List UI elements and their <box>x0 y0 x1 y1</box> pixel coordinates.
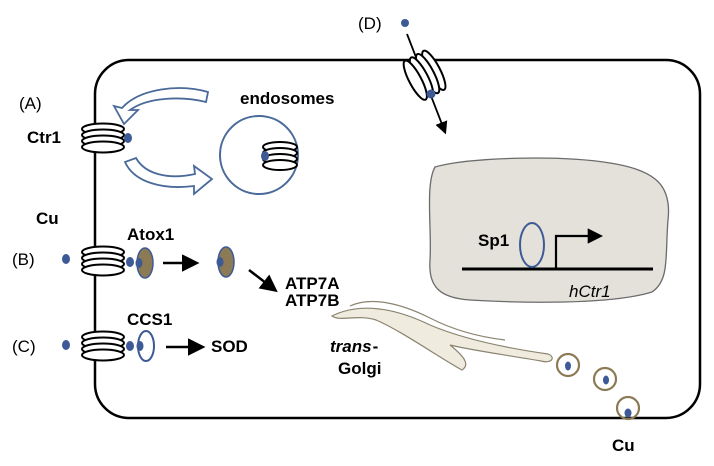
sp1-label: Sp1 <box>478 231 509 250</box>
copper-ion-d-bound <box>426 89 436 99</box>
cell-membrane <box>93 58 702 420</box>
exocytosis-vesicle <box>615 395 641 421</box>
copper-ion-a <box>124 133 132 143</box>
panel-d-label: (D) <box>358 14 382 33</box>
atox1-label: Atox1 <box>127 225 174 244</box>
copper-ion-c-bound <box>126 341 134 351</box>
ctr1-transporter-d <box>402 49 447 101</box>
transcription-start-arrow <box>554 228 604 268</box>
recycling-arrow <box>123 156 214 196</box>
copper-ion-endosome <box>261 151 269 161</box>
secretory-vesicle-1 <box>555 352 581 378</box>
copper-ion-c <box>62 340 70 350</box>
copper-ion-d <box>401 19 409 27</box>
atp7b-label: ATP7B <box>285 291 339 310</box>
ctr1-label: Ctr1 <box>27 128 61 147</box>
golgi-label: Golgi <box>338 359 381 378</box>
atox1-copper-2 <box>216 257 224 267</box>
atox1-copper <box>135 258 143 268</box>
ctr1-transporter-b <box>81 245 125 277</box>
hctr1-label: hCtr1 <box>569 282 611 301</box>
arrow-b2 <box>248 269 278 293</box>
ccs1-label: CCS1 <box>127 310 172 329</box>
panel-c-label: (C) <box>12 337 36 356</box>
copper-ion-b <box>62 254 70 264</box>
endosomes-label: endosomes <box>240 89 334 108</box>
nucleus <box>428 157 670 303</box>
golgi-cisterna <box>349 300 506 341</box>
atp7a-label: ATP7A <box>285 274 339 293</box>
endosome <box>219 115 299 195</box>
trans-label: trans- <box>330 337 378 356</box>
copper-ion-b-bound <box>126 257 134 267</box>
sod-label: SOD <box>211 337 248 356</box>
panel-b-label: (B) <box>12 250 35 269</box>
ctr1-transporter-a <box>81 122 125 154</box>
cu-label: Cu <box>36 209 59 228</box>
ctr1-transporter-c <box>81 330 125 362</box>
ctr1-endosomal <box>262 141 298 171</box>
endocytosis-arrow <box>112 87 210 126</box>
secretory-vesicle-2 <box>592 366 618 392</box>
panel-a-label: (A) <box>19 94 42 113</box>
ccs1-copper <box>136 341 144 351</box>
sp1-factor <box>519 222 545 268</box>
cu-export-label: Cu <box>612 436 635 455</box>
golgi <box>330 307 553 371</box>
